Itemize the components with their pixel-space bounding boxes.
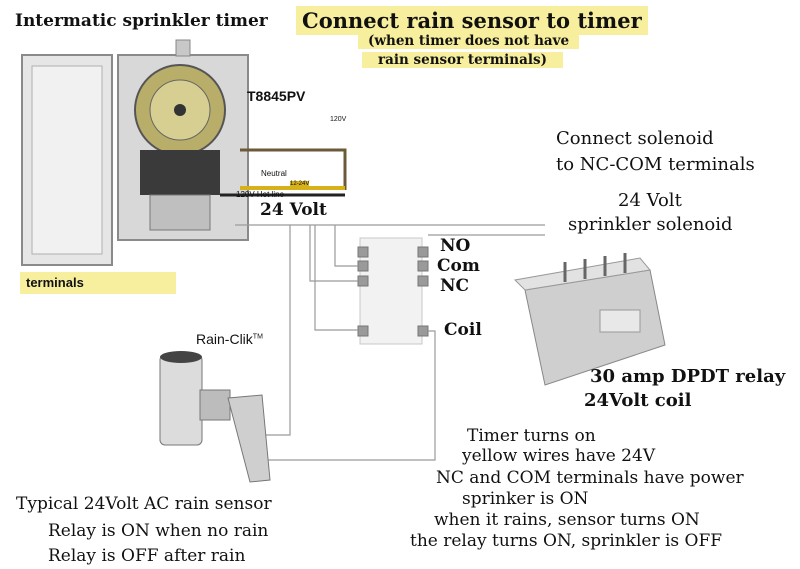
relay-description-line2: 24Volt coil	[584, 390, 692, 411]
sensor-arm	[199, 389, 231, 421]
timer-door-panel	[31, 65, 103, 255]
relay-diagram-box	[359, 237, 423, 345]
sensor-cap	[160, 351, 202, 363]
timer-voltage-label: 120V	[330, 116, 347, 123]
sensor-description-line3: Relay is OFF after rain	[48, 546, 246, 566]
solenoid-note-line3: 24 Volt	[618, 190, 682, 211]
timer-neutral-label: Neutral	[261, 169, 287, 178]
sensor-description-line1: Typical 24Volt AC rain sensor	[16, 494, 272, 514]
terminal-no-left	[357, 246, 369, 258]
timer-base	[149, 194, 211, 231]
terminal-no-label: NO	[440, 236, 471, 256]
wire-24v-to-coil	[314, 225, 358, 331]
timer-knockout-top	[175, 39, 191, 57]
sensor-description-line2: Relay is ON when no rain	[48, 521, 269, 541]
operation-note-line5: when it rains, sensor turns ON	[434, 510, 700, 530]
rain-sensor-name-text: Rain-Clik	[196, 331, 253, 347]
terminals-label: terminals	[20, 272, 176, 294]
operation-note-line1: Timer turns on	[467, 426, 596, 446]
diagram-subtitle-line1: (when timer does not have	[358, 33, 580, 49]
rain-sensor-image	[159, 351, 271, 483]
solenoid-note-line2: to NC-COM terminals	[556, 154, 755, 175]
terminal-com-left	[357, 260, 369, 272]
terminal-com-right	[417, 260, 429, 272]
timer-coil-voltage-label: 12-24V	[290, 181, 310, 187]
timer-model-label: T8845PV	[247, 88, 306, 104]
relay-top	[513, 257, 651, 291]
wire-coil-to-sensor	[262, 330, 436, 461]
terminal-coil-left	[357, 325, 369, 337]
operation-note-line3: NC and COM terminals have power	[436, 468, 744, 488]
relay-image	[513, 253, 666, 386]
operation-note-line6: the relay turns ON, sprinkler is OFF	[410, 531, 723, 551]
timer-dial-hub	[174, 104, 186, 116]
terminal-nc-right	[417, 275, 429, 287]
24-volt-label: 24 Volt	[260, 200, 327, 220]
wire-120v-supply	[240, 148, 347, 190]
solenoid-note-line4: sprinkler solenoid	[568, 214, 733, 235]
rain-sensor-name: Rain-ClikTM	[196, 331, 263, 347]
sensor-bracket	[227, 394, 271, 483]
diagram-title: Connect rain sensor to timer	[296, 6, 648, 35]
terminal-nc-left	[357, 275, 369, 287]
timer-title: Intermatic sprinkler timer	[15, 11, 268, 31]
solenoid-note-line1: Connect solenoid	[556, 128, 714, 149]
terminal-no-right	[417, 246, 429, 258]
terminal-coil-label: Coil	[444, 320, 482, 340]
wire-24v-to-sensor	[262, 225, 291, 436]
terminal-coil-right	[417, 325, 429, 337]
operation-note-line2: yellow wires have 24V	[462, 446, 656, 466]
terminal-com-label: Com	[437, 256, 480, 276]
rain-sensor-trademark: TM	[252, 333, 263, 341]
diagram-subtitle-line2: rain sensor terminals)	[362, 52, 563, 68]
sensor-body	[159, 354, 203, 446]
relay-description-line1: 30 amp DPDT relay	[590, 366, 786, 387]
operation-note-line4: sprinker is ON	[462, 489, 589, 509]
terminal-nc-label: NC	[440, 276, 470, 296]
timer-hot-line-label: 120V Hot line	[236, 190, 285, 199]
relay-label-plate	[599, 309, 641, 333]
wire-nc-left	[309, 225, 358, 282]
wire-24v-to-com	[334, 225, 358, 267]
sprinkler-timer-image	[21, 39, 249, 266]
timer-mechanism	[140, 150, 220, 195]
